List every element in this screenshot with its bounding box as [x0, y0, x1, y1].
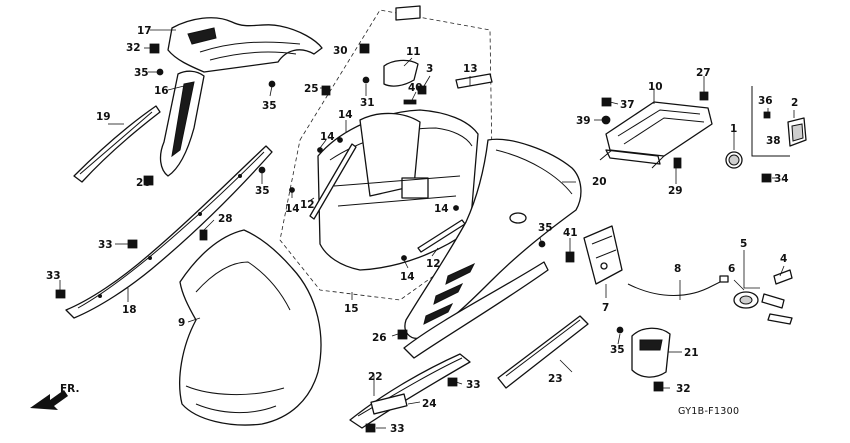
diagram-code: GY1B-F1300	[678, 406, 739, 417]
callout-24: 24	[422, 398, 437, 410]
callout-2: 2	[791, 97, 798, 109]
callout-12a: 12	[300, 199, 315, 211]
callout-1: 1	[730, 123, 737, 135]
callout-14a: 14	[338, 109, 353, 121]
callout-21: 21	[684, 347, 699, 359]
callout-14c: 14	[285, 203, 300, 215]
callout-36: 36	[758, 95, 773, 107]
part-body-cover-20	[404, 138, 582, 339]
part-reflector-2	[787, 117, 807, 147]
callout-17: 17	[137, 25, 152, 37]
leader-lines	[59, 29, 795, 429]
callout-16: 16	[154, 85, 169, 97]
callout-35d: 35	[538, 222, 553, 234]
callout-35a: 35	[134, 67, 149, 79]
callout-14b: 14	[320, 131, 335, 143]
callout-33d: 33	[390, 423, 405, 435]
callout-40: 40	[408, 82, 423, 94]
callout-9: 9	[178, 317, 185, 329]
part-leg-shield-9	[179, 229, 322, 426]
callout-35e: 35	[610, 344, 625, 356]
callout-14d: 14	[434, 203, 449, 215]
part-cable-8	[627, 279, 725, 296]
callout-27: 27	[696, 67, 711, 79]
part-floor-rail-18	[65, 145, 273, 319]
callout-32b: 32	[676, 383, 691, 395]
part-luggage-box-15	[279, 9, 493, 301]
callout-18: 18	[122, 304, 137, 316]
part-stay-12a	[309, 143, 357, 220]
fasteners	[55, 43, 772, 433]
callout-33b: 33	[46, 270, 61, 282]
callout-33a: 33	[98, 239, 113, 251]
part-rear-upper-cover	[159, 17, 323, 177]
callout-20: 20	[592, 176, 607, 188]
callout-23: 23	[548, 373, 563, 385]
part-plate-13	[455, 73, 493, 89]
callout-7: 7	[602, 302, 609, 314]
callout-10: 10	[648, 81, 663, 93]
callout-11: 11	[406, 46, 421, 58]
part-side-strip-19	[73, 105, 161, 183]
callout-8: 8	[674, 263, 681, 275]
callout-26b: 26	[372, 332, 387, 344]
part-step-floor-22	[349, 261, 549, 429]
part-key-lock-set	[733, 269, 793, 325]
callout-6: 6	[728, 263, 735, 275]
part-mat-23	[497, 315, 589, 389]
part-latch-7	[583, 225, 623, 285]
part-lid-11	[383, 59, 419, 87]
callout-3: 3	[426, 63, 433, 75]
callout-26a: 26	[136, 177, 151, 189]
callout-41: 41	[563, 227, 578, 239]
callout-13: 13	[463, 63, 478, 75]
callout-19: 19	[96, 111, 111, 123]
callout-31: 31	[360, 97, 375, 109]
front-direction-arrow: FR.	[30, 383, 79, 410]
part-rear-carrier-10	[599, 101, 713, 169]
callout-5: 5	[740, 238, 747, 250]
callout-4: 4	[780, 253, 787, 265]
front-label: FR.	[60, 383, 79, 395]
callout-28: 28	[218, 213, 233, 225]
part-cover-21	[631, 327, 671, 378]
callout-37: 37	[620, 99, 635, 111]
callout-22: 22	[368, 371, 383, 383]
callout-30: 30	[333, 45, 348, 57]
callout-35c: 35	[255, 185, 270, 197]
callout-34: 34	[774, 173, 789, 185]
callout-25: 25	[304, 83, 319, 95]
callout-labels: 17 32 35 16 35 19 26 35 28 33 33 18 9 30…	[46, 25, 798, 435]
callout-29: 29	[668, 185, 683, 197]
callout-15: 15	[344, 303, 359, 315]
callout-39: 39	[576, 115, 591, 127]
callout-33c: 33	[466, 379, 481, 391]
callout-32a: 32	[126, 42, 141, 54]
callout-38: 38	[766, 135, 781, 147]
callout-35b: 35	[262, 100, 277, 112]
part-label-top	[395, 5, 421, 21]
callout-14e: 14	[400, 271, 415, 283]
callout-12b: 12	[426, 258, 441, 270]
